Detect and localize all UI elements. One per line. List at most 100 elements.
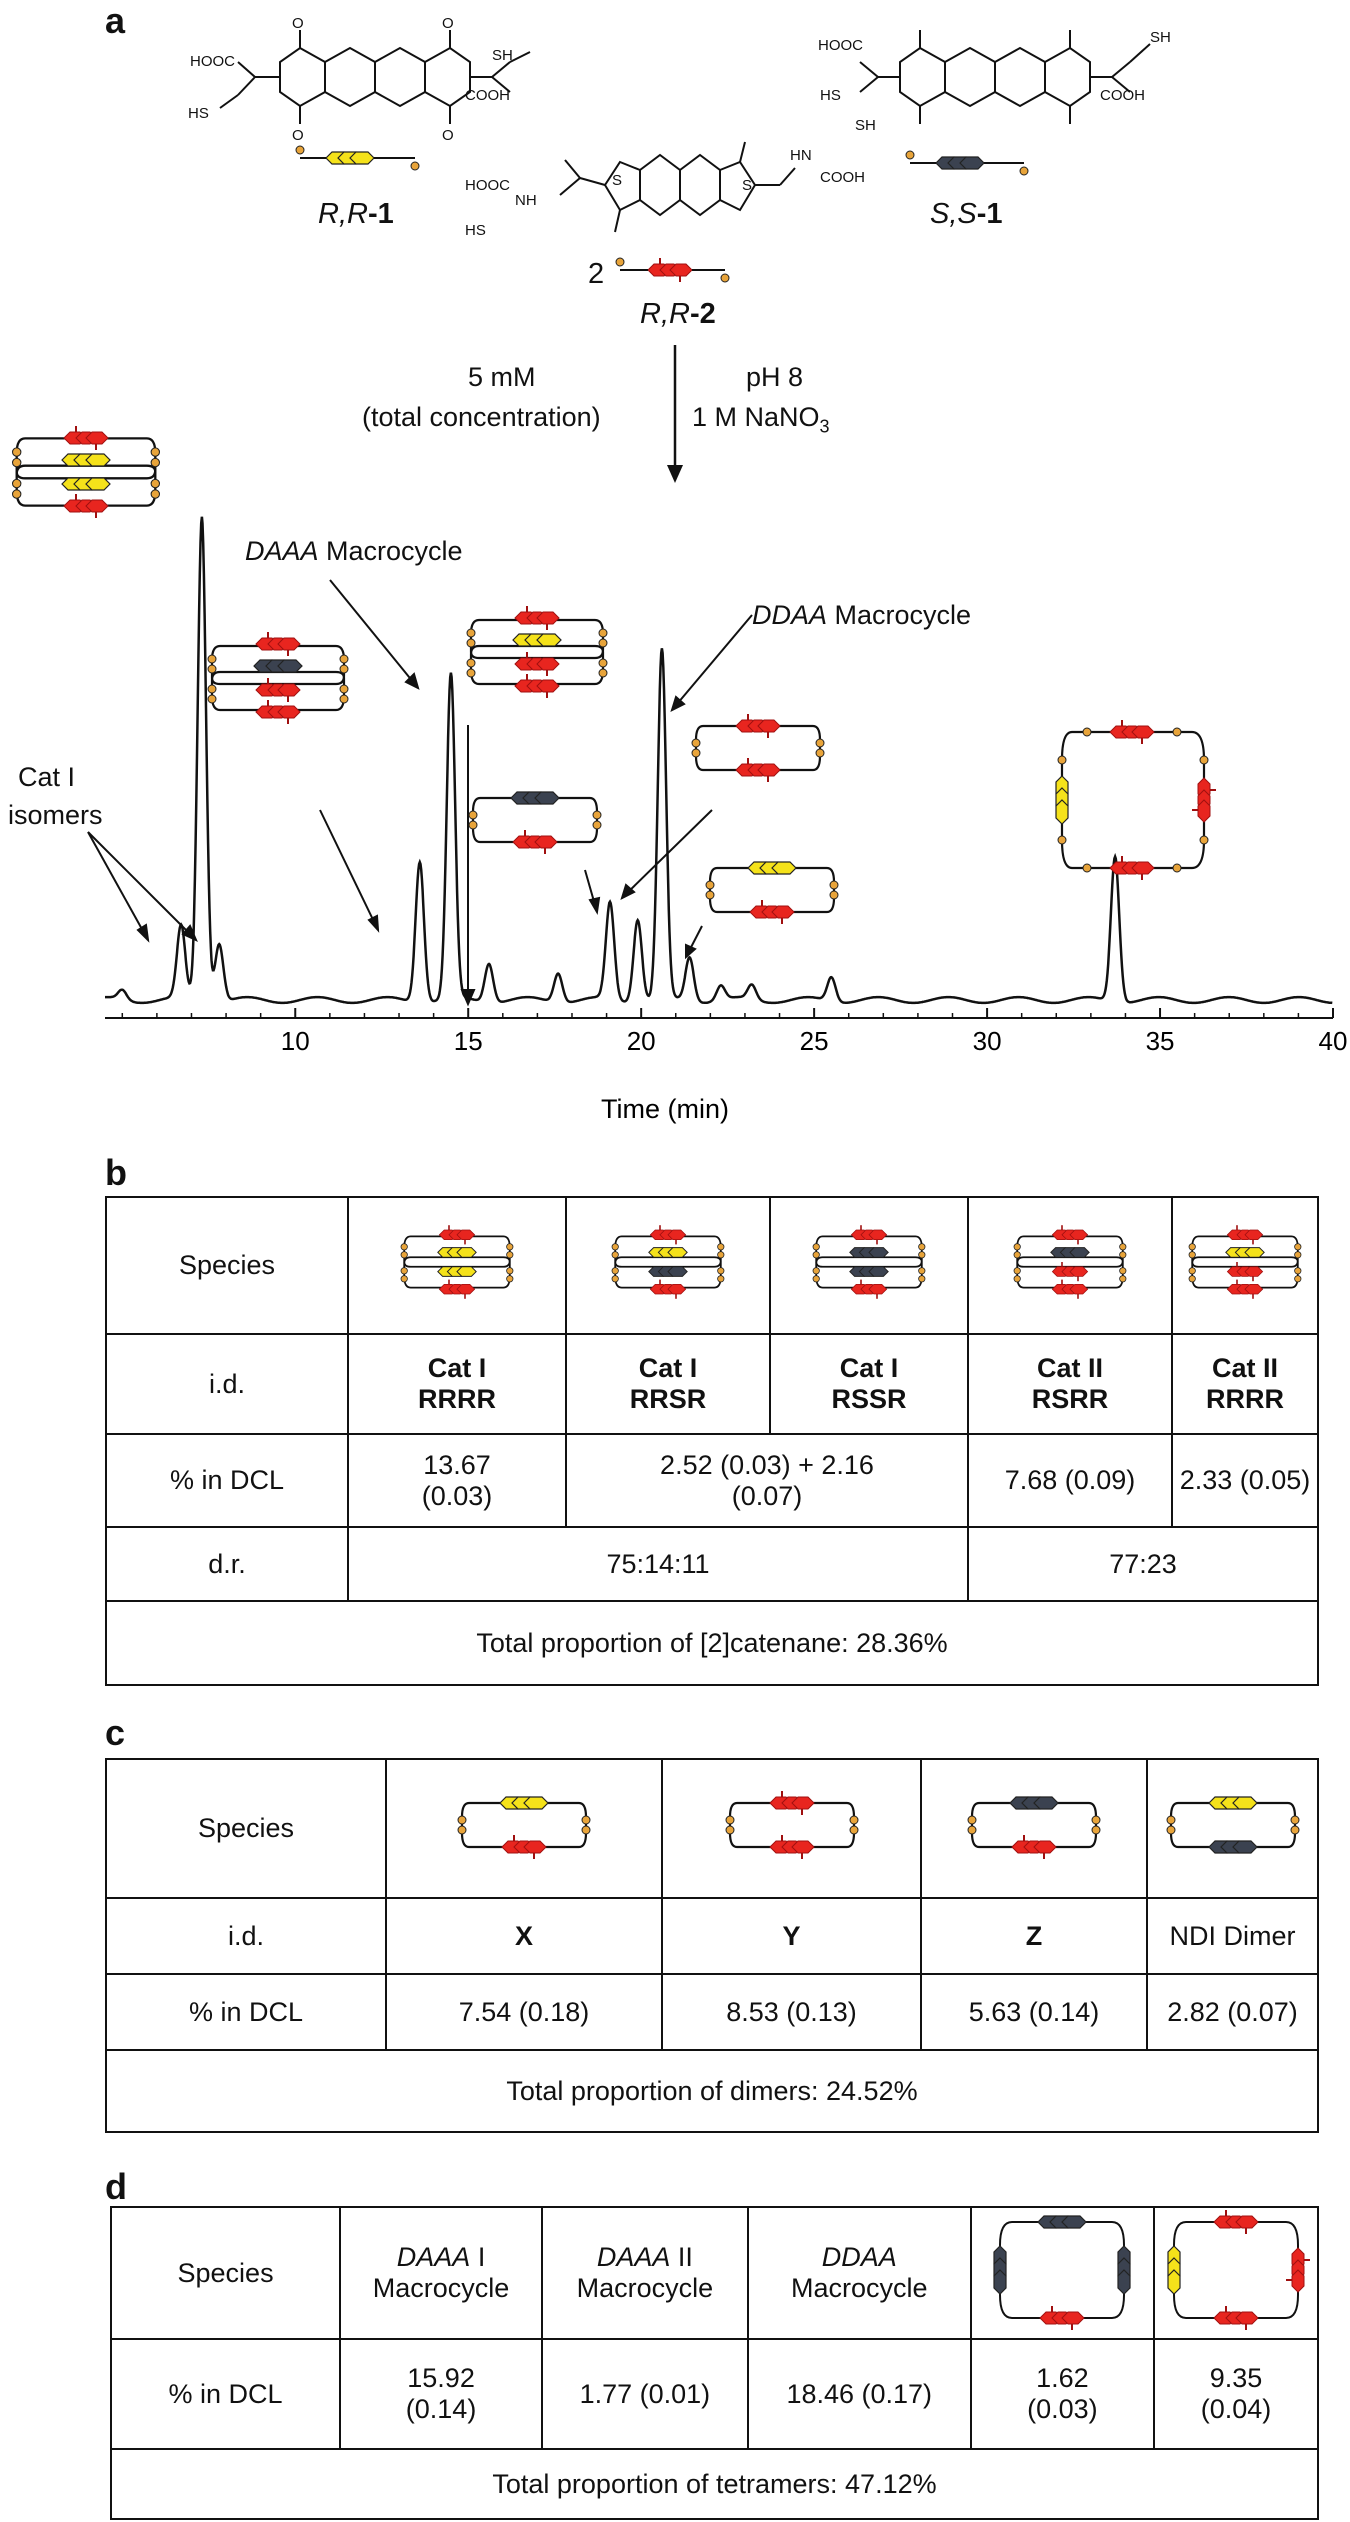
pct-value: 13.67(0.03) (347, 1433, 567, 1528)
panel-d-letter: d (105, 2166, 127, 2207)
atom-label: O (442, 15, 454, 32)
pct-value: 2.82 (0.07) (1146, 1973, 1319, 2051)
dr-value: 77:23 (967, 1526, 1319, 1602)
species-icon (385, 1758, 663, 1899)
molecule-rr2-label: R,R-2 (640, 298, 716, 330)
atom-label: HS (188, 105, 209, 122)
pct-value: 1.62(0.03) (969, 2338, 1156, 2450)
atom-label: COOH (465, 87, 510, 104)
molecule-ss1-label: S,S-1 (930, 198, 1003, 230)
species-icon (769, 1196, 969, 1335)
rr1-structure (219, 30, 531, 124)
pct-value: 15.92(0.14) (339, 2338, 543, 2450)
molecule-structures: HOOC HS SH COOH O O O O HOOC HS SH COOH … (188, 15, 1171, 283)
atom-label: O (292, 127, 304, 144)
panel-a-letter: a (105, 0, 126, 41)
label-ddaa-macrocycle: DDAA Macrocycle (752, 600, 972, 630)
species-id: Y (661, 1897, 922, 1975)
panel-c-letter: c (105, 1712, 126, 1753)
atom-label: O (292, 15, 304, 32)
species-icon (1146, 1758, 1319, 1899)
atom-label: HN (790, 147, 812, 164)
label-cat-i-isomers-1: Cat I (18, 762, 76, 792)
condition-total-concentration: (total concentration) (362, 402, 601, 432)
species-icon (920, 1758, 1148, 1899)
species-icon (1153, 2206, 1319, 2340)
chromatogram-annotations (0, 425, 1217, 1007)
row-header-pct: % in DCL (105, 1433, 349, 1528)
x-axis-label: Time (min) (601, 1094, 729, 1124)
x-tick-label: 40 (1319, 1026, 1348, 1056)
label-daaa-macrocycle: DAAA Macrocycle (245, 536, 463, 566)
row-header-dr: d.r. (105, 1526, 349, 1602)
atom-label: SH (492, 47, 513, 64)
x-tick-label: 20 (627, 1026, 656, 1056)
label-cat-i-isomers-2: isomers (8, 800, 103, 830)
x-tick-label: 30 (973, 1026, 1002, 1056)
reaction-arrow (667, 345, 683, 483)
pct-value: 2.52 (0.03) + 2.16(0.07) (565, 1433, 969, 1528)
atom-label: HS (820, 87, 841, 104)
x-tick-label: 25 (800, 1026, 829, 1056)
pct-value: 7.54 (0.18) (385, 1973, 663, 2051)
x-tick-label: 35 (1146, 1026, 1175, 1056)
species-icon (565, 1196, 771, 1335)
dr-value: 75:14:11 (347, 1526, 969, 1602)
atom-label: HS (465, 222, 486, 239)
condition-salt: 1 M NaNO3 (692, 402, 830, 437)
ss1-structure (859, 30, 1151, 124)
row-header-species: Species (105, 1758, 387, 1899)
rr2-structure (559, 141, 796, 233)
atom-label: HOOC (818, 37, 863, 54)
pct-value: 7.68 (0.09) (967, 1433, 1173, 1528)
total-catenane: Total proportion of [2]catenane: 28.36% (105, 1600, 1319, 1686)
species-icon (969, 2206, 1156, 2340)
atom-label: S (612, 172, 622, 189)
pct-value: 1.77 (0.01) (541, 2338, 749, 2450)
atom-label: COOH (1100, 87, 1145, 104)
x-tick-label: 15 (454, 1026, 483, 1056)
species-id: NDI Dimer (1146, 1897, 1319, 1975)
species-id: Z (920, 1897, 1148, 1975)
species-icon (347, 1196, 567, 1335)
atom-label: O (442, 127, 454, 144)
pct-value: 8.53 (0.13) (661, 1973, 922, 2051)
species-icon (661, 1758, 922, 1899)
atom-label: HOOC (465, 177, 510, 194)
atom-label: NH (515, 192, 537, 209)
row-header-species: Species (109, 2206, 342, 2340)
pct-value: 18.46 (0.17) (746, 2338, 972, 2450)
atom-label: HOOC (190, 53, 235, 70)
species-id: X (385, 1897, 663, 1975)
species-icon (967, 1196, 1173, 1335)
condition-ph: pH 8 (746, 362, 804, 392)
atom-label: SH (855, 117, 876, 134)
panel-b-letter: b (105, 1152, 127, 1193)
chromatogram-trace (105, 516, 1333, 1005)
row-header-pct: % in DCL (105, 1973, 387, 2051)
pct-value: 2.33 (0.05) (1171, 1433, 1319, 1528)
table-dimers: Species i.d. X Y Z NDI Dimer % in DCL 7.… (105, 1758, 1319, 2133)
condition-concentration: 5 mM (468, 362, 536, 392)
pct-value: 5.63 (0.14) (920, 1973, 1148, 2051)
molecule-coefficient: 2 (588, 258, 605, 290)
atom-label: SH (1150, 29, 1171, 46)
atom-label: COOH (820, 169, 865, 186)
total-dimers: Total proportion of dimers: 24.52% (105, 2049, 1319, 2133)
row-header-pct: % in DCL (109, 2338, 342, 2450)
molecule-rr1-label: R,R-1 (318, 198, 394, 230)
row-header-id: i.d. (105, 1897, 387, 1975)
row-header-id: i.d. (105, 1333, 349, 1435)
atom-label: S (742, 177, 752, 194)
species-icon (1171, 1196, 1319, 1335)
